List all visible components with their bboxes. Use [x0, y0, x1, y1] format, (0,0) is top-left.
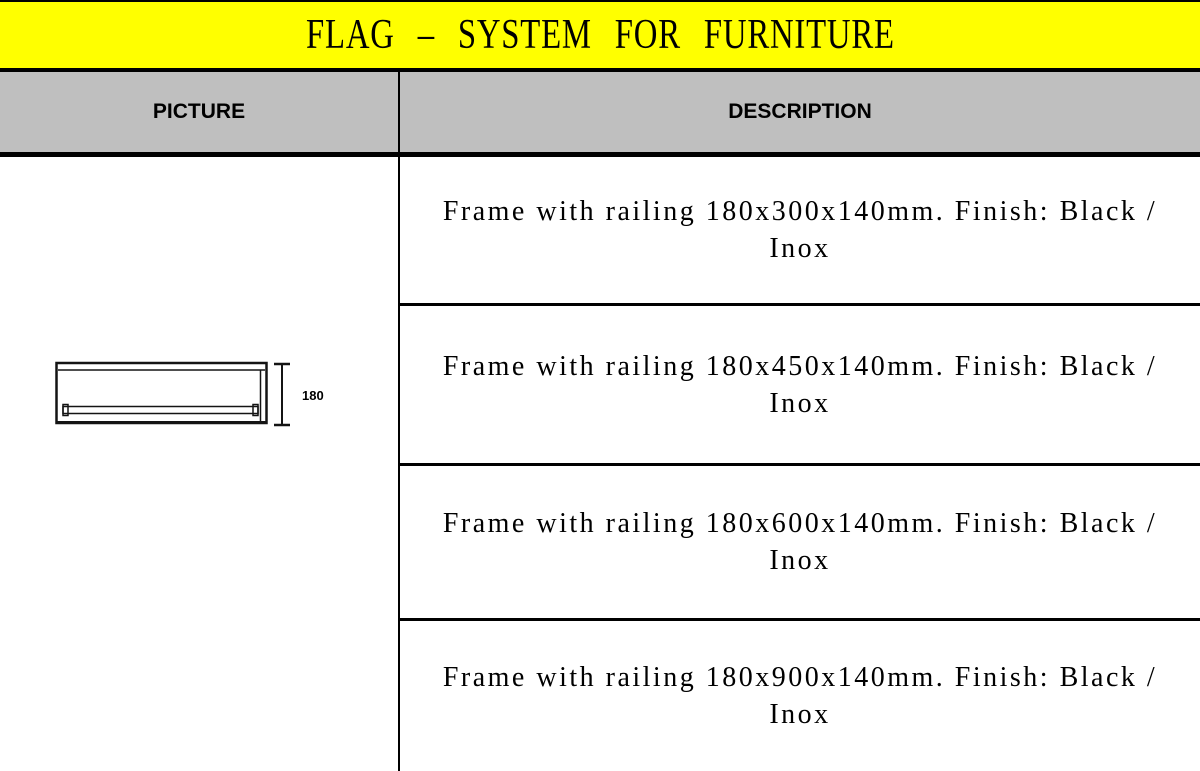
- table-row: Frame with railing 180x600x140mm. Finish…: [400, 466, 1200, 621]
- railing-left-cap: [62, 403, 69, 417]
- frame-with-railing-drawing: 180: [55, 361, 324, 427]
- description-column: Frame with railing 180x300x140mm. Finish…: [400, 157, 1200, 771]
- table-row: Frame with railing 180x300x140mm. Finish…: [400, 157, 1200, 306]
- dimension-label: 180: [302, 388, 324, 403]
- column-header-picture: PICTURE: [0, 72, 400, 152]
- table-header-row: PICTURE DESCRIPTION: [0, 72, 1200, 157]
- column-header-description: DESCRIPTION: [728, 100, 872, 123]
- row-description: Frame with railing 180x600x140mm. Finish…: [442, 508, 1158, 576]
- title-banner: FLAG – SYSTEM FOR FURNITURE: [0, 2, 1200, 72]
- page-title: FLAG – SYSTEM FOR FURNITURE: [305, 12, 895, 58]
- row-description: Frame with railing 180x450x140mm. Finish…: [442, 350, 1158, 419]
- row-description: Frame with railing 180x900x140mm. Finish…: [442, 662, 1158, 730]
- table-row: Frame with railing 180x900x140mm. Finish…: [400, 621, 1200, 771]
- table-row: Frame with railing 180x450x140mm. Finish…: [400, 306, 1200, 466]
- table-body: 180 Frame with railing 180x300x140mm. Fi…: [0, 157, 1200, 771]
- row-description: Frame with railing 180x300x140mm. Finish…: [442, 196, 1158, 264]
- railing-right-cap: [252, 403, 259, 417]
- railing-bar: [62, 405, 259, 415]
- picture-column: 180: [0, 157, 400, 771]
